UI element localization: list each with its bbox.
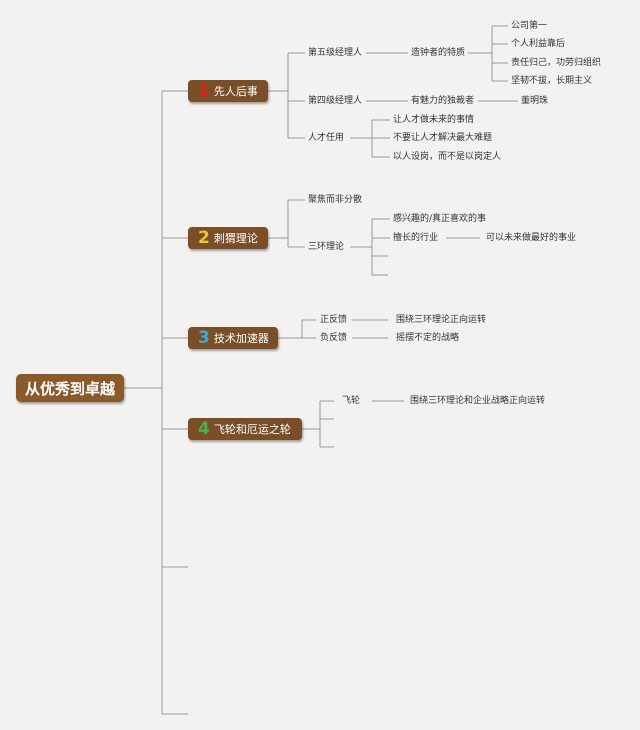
root-node[interactable]: 从优秀到卓越 bbox=[16, 374, 124, 402]
interest-node[interactable]: 感兴趣的/真正喜欢的事 bbox=[393, 214, 487, 224]
flywheel-detail-node[interactable]: 围绕三环理论和企业战略正向运转 bbox=[410, 396, 546, 406]
branch-number-2: 2 bbox=[198, 227, 210, 248]
branch-label-4: 飞轮和厄运之轮 bbox=[213, 423, 291, 436]
branch-node-3[interactable]: 3 技术加速器 bbox=[188, 327, 278, 349]
branch-label-3: 技术加速器 bbox=[213, 332, 269, 345]
negative-feedback-detail-node[interactable]: 摇摆不定的战略 bbox=[396, 333, 460, 343]
branch-node-4[interactable]: 4 飞轮和厄运之轮 bbox=[188, 418, 302, 440]
skill-detail-node[interactable]: 可以未来做最好的事业 bbox=[486, 233, 577, 243]
branch-number-3: 3 bbox=[198, 327, 210, 348]
branch-label-2: 刺猬理论 bbox=[213, 232, 258, 245]
talent-item-node[interactable]: 以人设岗，而不是以岗定人 bbox=[393, 152, 502, 162]
three-circle-node[interactable]: 三环理论 bbox=[308, 242, 345, 252]
branch-number-1: 1 bbox=[198, 80, 210, 101]
level5-item-node[interactable]: 坚韧不拔，长期主义 bbox=[511, 76, 593, 86]
talent-use-node[interactable]: 人才任用 bbox=[308, 133, 345, 143]
level5-manager-node[interactable]: 第五级经理人 bbox=[308, 48, 363, 58]
level4-manager-node[interactable]: 第四级经理人 bbox=[308, 96, 363, 106]
branch-node-2[interactable]: 2 刺猬理论 bbox=[188, 227, 268, 249]
branch-node-1[interactable]: 1 先人后事 bbox=[188, 80, 268, 102]
level5-trait-node[interactable]: 造钟者的特质 bbox=[411, 48, 466, 58]
flywheel-node[interactable]: 飞轮 bbox=[342, 396, 361, 406]
level4-trait-node[interactable]: 有魅力的独裁者 bbox=[411, 96, 475, 106]
focus-node[interactable]: 聚焦而非分散 bbox=[308, 195, 363, 205]
skill-node[interactable]: 擅长的行业 bbox=[393, 233, 439, 243]
negative-feedback-node[interactable]: 负反馈 bbox=[320, 333, 348, 343]
level5-item-node[interactable]: 公司第一 bbox=[511, 21, 548, 31]
level5-item-node[interactable]: 责任归己，功劳归组织 bbox=[511, 58, 602, 68]
branch-number-4: 4 bbox=[198, 418, 210, 439]
level5-item-node[interactable]: 个人利益靠后 bbox=[511, 39, 566, 49]
talent-item-node[interactable]: 不要让人才解决最大难题 bbox=[393, 133, 493, 143]
branch-label-1: 先人后事 bbox=[213, 85, 258, 98]
level4-example-node[interactable]: 董明珠 bbox=[521, 96, 549, 106]
positive-feedback-node[interactable]: 正反馈 bbox=[320, 315, 348, 325]
positive-feedback-detail-node[interactable]: 围绕三环理论正向运转 bbox=[396, 315, 487, 325]
talent-item-node[interactable]: 让人才做未来的事情 bbox=[393, 115, 475, 125]
